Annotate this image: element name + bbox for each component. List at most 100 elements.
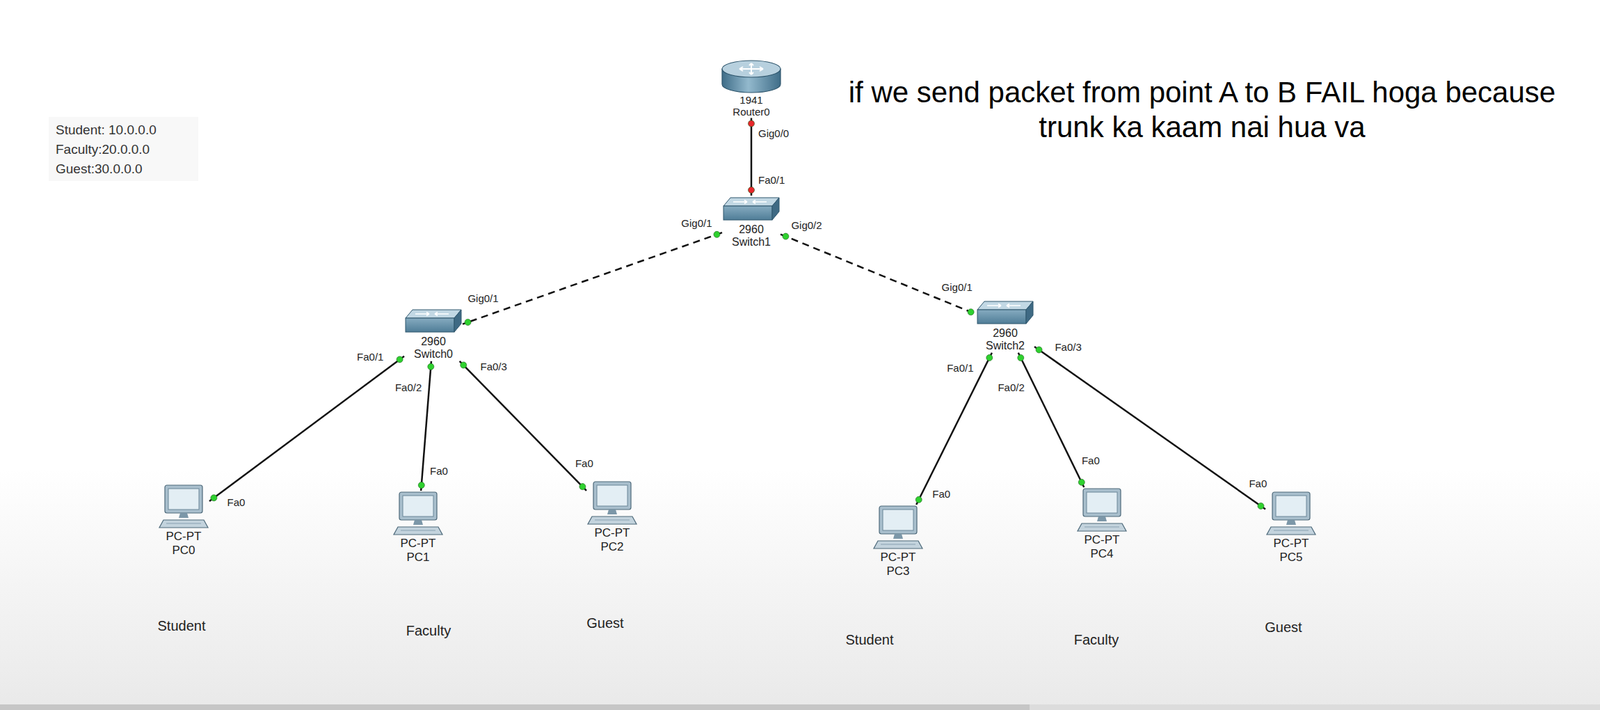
switch-device: 2960Switch2 bbox=[976, 299, 1035, 353]
pc-monitor bbox=[593, 481, 631, 510]
port-label: Gig0/1 bbox=[680, 217, 713, 229]
port-light bbox=[782, 233, 789, 240]
device-name: PC1 bbox=[406, 550, 430, 565]
group-label: Guest bbox=[586, 614, 624, 631]
device-name: Switch0 bbox=[413, 347, 453, 361]
device-name: PC5 bbox=[1279, 550, 1303, 565]
pc-keyboard bbox=[1266, 526, 1316, 535]
port-light bbox=[1078, 478, 1085, 485]
annotation-text: if we send packet from point A to B FAIL… bbox=[826, 75, 1578, 146]
straight-cable bbox=[750, 118, 753, 197]
router-top bbox=[722, 60, 781, 78]
switch-icon bbox=[404, 307, 463, 336]
crossover-cable bbox=[780, 234, 976, 315]
port-label: Fa0/2 bbox=[394, 381, 423, 394]
pc-stand bbox=[1286, 519, 1296, 525]
straight-cable bbox=[459, 361, 587, 491]
port-label: Fa0 bbox=[1248, 477, 1268, 490]
pc-device: PC-PTPC0 bbox=[157, 483, 210, 557]
switch-front bbox=[723, 205, 773, 220]
switch-arrows bbox=[987, 304, 1021, 308]
group-label: Student bbox=[157, 617, 206, 634]
crossover-cable bbox=[462, 232, 723, 324]
port-light bbox=[460, 361, 467, 368]
group-label: Student bbox=[845, 631, 894, 648]
switch-icon bbox=[976, 299, 1035, 327]
switch-side bbox=[1026, 301, 1034, 324]
port-light bbox=[210, 494, 218, 501]
pc-icon bbox=[157, 483, 210, 530]
device-name: PC0 bbox=[171, 543, 195, 558]
port-light bbox=[1257, 502, 1264, 509]
pc-keys bbox=[166, 522, 202, 524]
port-label: Gig0/1 bbox=[466, 292, 499, 304]
pc-screen bbox=[1086, 491, 1118, 513]
device-model: 2960 bbox=[992, 326, 1018, 340]
device-name: Switch1 bbox=[731, 235, 771, 249]
port-label: Gig0/0 bbox=[757, 127, 790, 140]
group-label: Guest bbox=[1264, 619, 1302, 636]
pc-stand bbox=[413, 519, 423, 525]
pc-keyboard bbox=[159, 519, 208, 528]
pc-keys bbox=[880, 543, 916, 544]
pc-keyboard bbox=[393, 526, 443, 535]
pc-icon bbox=[872, 504, 924, 551]
port-light bbox=[579, 483, 586, 490]
switch-top bbox=[977, 301, 1034, 310]
pc-keys bbox=[594, 518, 630, 520]
straight-cable bbox=[420, 361, 432, 491]
port-label: Fa0/2 bbox=[996, 381, 1025, 394]
pc-screen bbox=[596, 484, 628, 506]
pc-monitor bbox=[1272, 491, 1310, 520]
pc-stand bbox=[178, 512, 189, 518]
switch-top bbox=[723, 197, 780, 206]
pc-icon bbox=[586, 480, 638, 526]
switch-device: 2960Switch1 bbox=[722, 195, 781, 250]
device-name: Router0 bbox=[732, 105, 770, 118]
port-label: Gig0/2 bbox=[790, 219, 823, 231]
port-label: Gig0/1 bbox=[941, 281, 974, 293]
device-model: 2960 bbox=[420, 335, 446, 348]
port-label: Fa0/3 bbox=[1053, 340, 1082, 353]
port-light bbox=[748, 187, 755, 194]
group-label: Faculty bbox=[1074, 631, 1119, 648]
switch-front bbox=[977, 309, 1027, 324]
note-ground bbox=[48, 116, 199, 181]
straight-cable bbox=[209, 356, 405, 501]
port-label: Fa0/1 bbox=[946, 361, 974, 374]
pc-stand bbox=[1097, 516, 1107, 522]
port-light bbox=[464, 318, 471, 325]
device-name: Switch2 bbox=[985, 339, 1025, 352]
pc-device: PC-PTPC2 bbox=[586, 480, 638, 554]
pc-device: PC-PTPC3 bbox=[872, 504, 924, 578]
ip-note: Student: 10.0.0.0 bbox=[55, 122, 157, 138]
port-light bbox=[915, 496, 922, 503]
pc-keyboard bbox=[1077, 523, 1127, 531]
bottom-bar-progress bbox=[0, 704, 1030, 710]
pc-keyboard bbox=[587, 516, 637, 524]
pc-screen bbox=[1275, 495, 1307, 517]
pc-keyboard bbox=[873, 540, 923, 549]
switch-arrows bbox=[415, 312, 449, 316]
port-light bbox=[427, 363, 435, 370]
device-model: PC-PT bbox=[594, 525, 631, 540]
pc-screen bbox=[882, 509, 914, 531]
pc-icon bbox=[1265, 490, 1317, 537]
pc-monitor bbox=[399, 491, 437, 520]
pc-device: PC-PTPC1 bbox=[392, 490, 444, 564]
router-icon bbox=[720, 59, 783, 94]
port-label: Fa0/1 bbox=[356, 350, 384, 363]
pc-screen bbox=[168, 488, 199, 510]
switch-top bbox=[405, 309, 462, 318]
device-model: 2960 bbox=[738, 223, 764, 236]
ip-note: Guest:30.0.0.0 bbox=[55, 161, 143, 177]
group-label: Faculty bbox=[406, 622, 451, 639]
pc-stand bbox=[607, 509, 618, 515]
switch-front bbox=[405, 317, 455, 332]
pc-icon bbox=[1076, 486, 1128, 533]
device-model: PC-PT bbox=[880, 550, 917, 565]
port-label: Fa0 bbox=[931, 487, 951, 500]
port-label: Fa0 bbox=[429, 464, 449, 477]
device-name: PC3 bbox=[886, 564, 910, 579]
